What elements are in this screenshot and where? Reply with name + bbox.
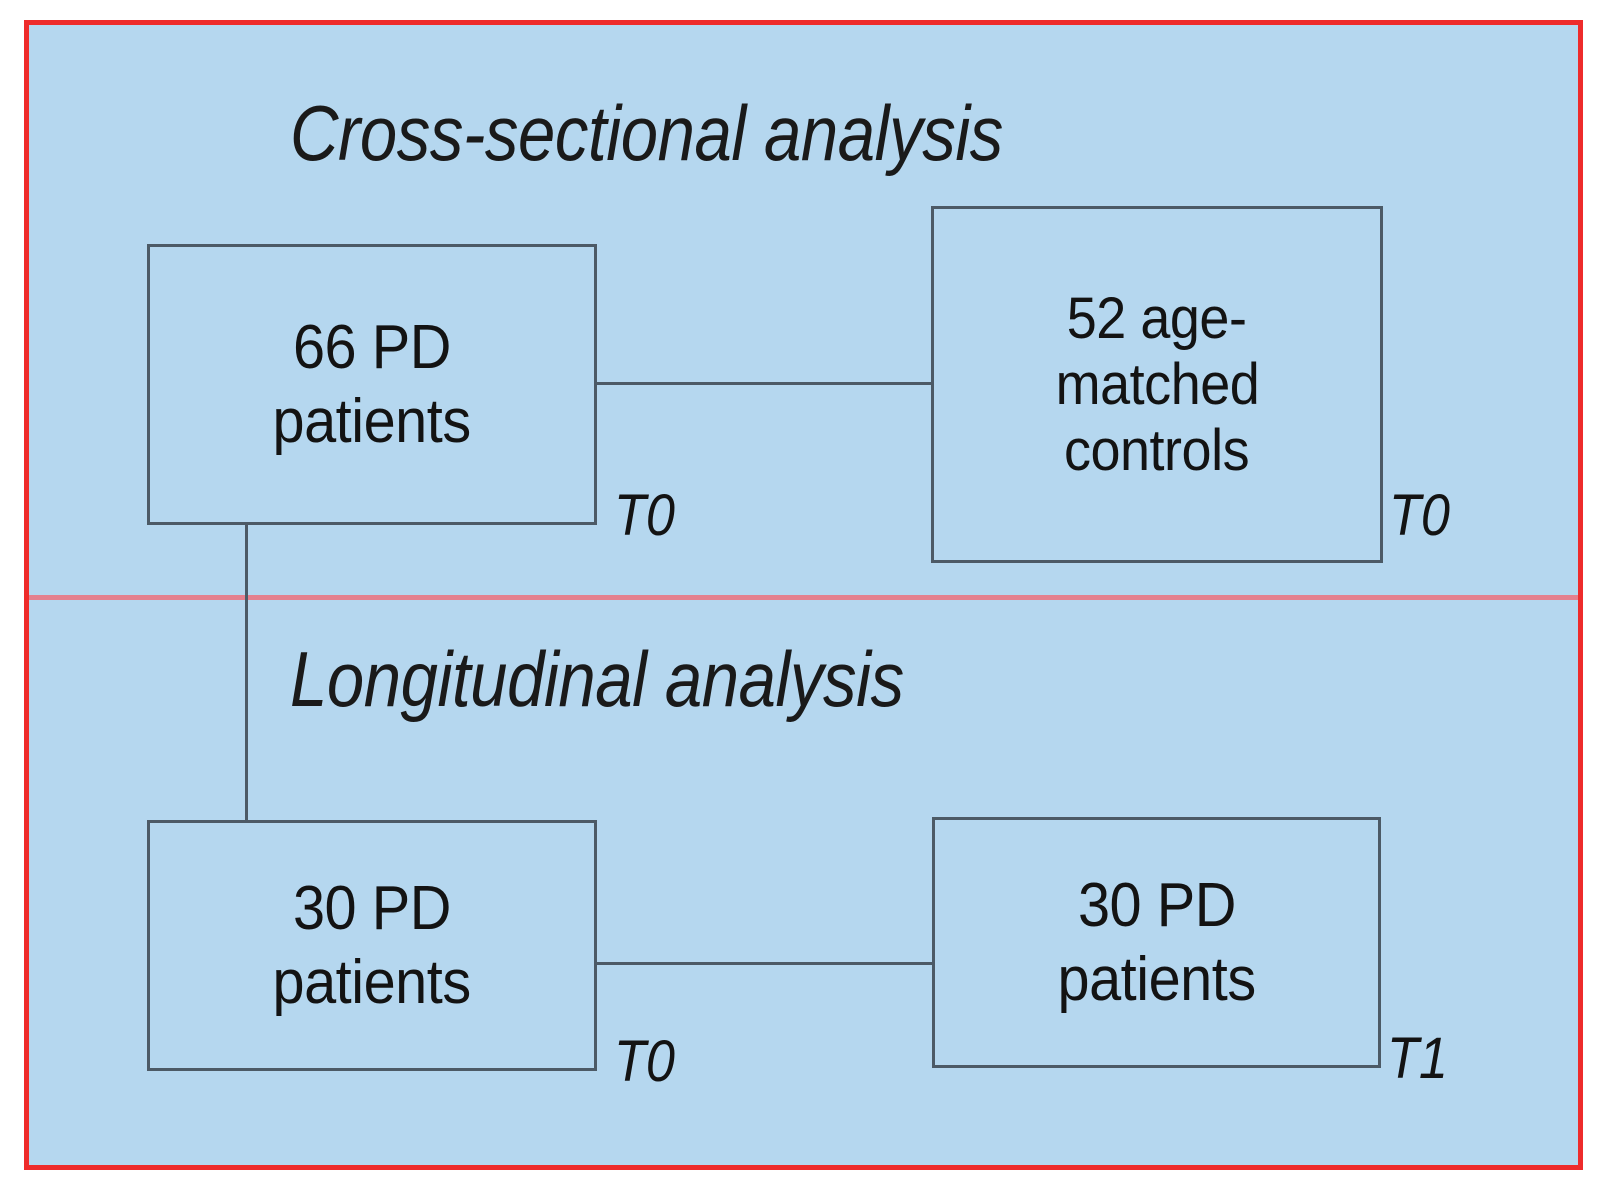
node-pd66-line2: patients: [272, 386, 472, 456]
timepoint-label-pd66: T0: [614, 483, 675, 548]
connector-pd66-to-controls: [595, 382, 933, 385]
node-pd30t0-line2: patients: [272, 947, 472, 1017]
node-age-matched-controls: 52 age- matched controls: [931, 206, 1383, 563]
timepoint-label-controls: T0: [1389, 483, 1450, 548]
node-pd30t0-line1: 30 PD: [293, 873, 451, 943]
node-controls-line2: matched: [1055, 351, 1259, 417]
node-pd30-patients-t0: 30 PD patients: [147, 820, 597, 1071]
section-title-cross-sectional: Cross-sectional analysis: [290, 89, 1003, 177]
connector-pd66-to-pd30t0: [245, 523, 248, 822]
diagram-panel: Cross-sectional analysis Longitudinal an…: [24, 20, 1583, 1170]
node-pd66-patients: 66 PD patients: [147, 244, 597, 525]
section-title-longitudinal: Longitudinal analysis: [290, 635, 904, 723]
node-pd66-line1: 66 PD: [293, 312, 451, 382]
node-controls-line1: 52 age-: [1067, 285, 1247, 351]
node-controls-line3: controls: [1064, 417, 1250, 483]
node-pd30-patients-t1: 30 PD patients: [932, 817, 1381, 1068]
section-divider: [29, 595, 1578, 600]
connector-pd30t0-to-pd30t1: [595, 962, 934, 965]
node-pd30t1-line1: 30 PD: [1077, 870, 1236, 940]
timepoint-label-pd30-t1: T1: [1387, 1026, 1448, 1091]
node-pd30t1-line2: patients: [1057, 944, 1256, 1014]
timepoint-label-pd30-t0: T0: [614, 1029, 675, 1094]
